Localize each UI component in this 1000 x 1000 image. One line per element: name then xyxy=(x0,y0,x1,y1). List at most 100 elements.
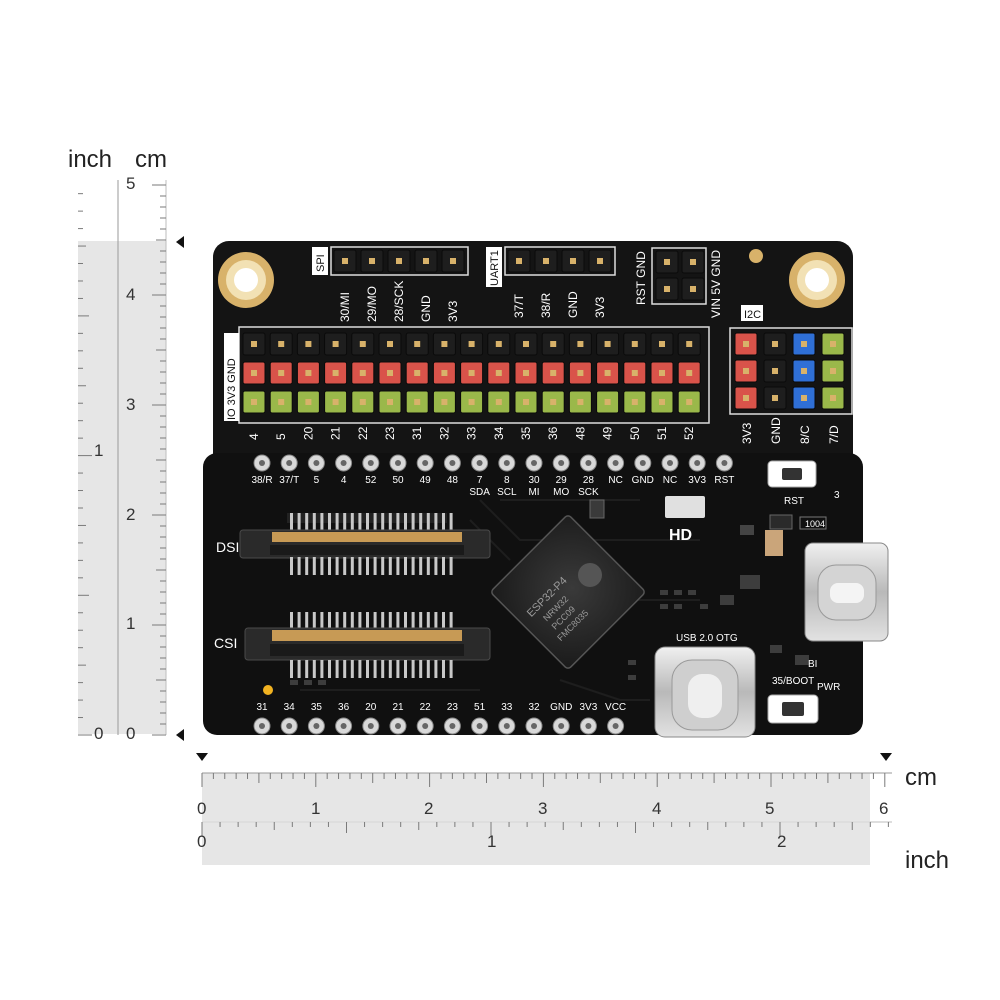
gpio-header-pin-tip xyxy=(359,370,366,376)
gpio-pin-label: 36 xyxy=(546,426,560,440)
fpc-pin xyxy=(343,612,347,630)
horizontal-cm-shade xyxy=(202,773,870,821)
spi-pin-label: 29/MO xyxy=(365,286,379,322)
vertical-cm-number: 5 xyxy=(126,174,136,193)
fpc-pin xyxy=(388,660,392,678)
led-indicator xyxy=(263,685,273,695)
core-top-pin-label: 48 xyxy=(447,475,459,486)
core-top-pad-hole xyxy=(476,460,483,466)
vertical-inch-number: 0 xyxy=(94,724,104,743)
gpio-pin-label: 48 xyxy=(573,426,587,440)
fpc-pin xyxy=(426,612,430,630)
core-top-pin-sublabel: SCK xyxy=(578,487,599,498)
right-marker-icon xyxy=(880,753,892,761)
core-top-pad-hole xyxy=(531,460,537,466)
gpio-header-pin-tip xyxy=(495,341,502,347)
power-header-pin-tip xyxy=(664,259,670,265)
gpio-header-pin-tip xyxy=(441,370,448,376)
fpc-pin xyxy=(396,612,400,630)
gpio-header-pin-tip xyxy=(659,370,665,376)
i2c-header-pin-tip xyxy=(772,395,778,401)
gpio-header-pin-tip xyxy=(659,399,665,405)
gpio-pin-label: 31 xyxy=(410,426,424,440)
fpc-pin xyxy=(297,557,301,575)
fpc-pin xyxy=(449,513,453,531)
spi-pin-label: 30/MI xyxy=(338,292,352,322)
core-top-pin-label: NC xyxy=(663,475,677,486)
fpc-pin xyxy=(442,660,445,678)
core-top-pin-label: 37/T xyxy=(279,475,299,486)
fpc-pin xyxy=(404,557,407,575)
power-header-pin-tip xyxy=(664,286,670,292)
gpio-header-pin-tip xyxy=(332,341,339,347)
horizontal-cm-number: 3 xyxy=(538,799,548,818)
fpc-pin xyxy=(328,660,331,678)
gpio-pin-label: 23 xyxy=(383,426,397,440)
gpio-header-pin-tip xyxy=(604,370,611,376)
gpio-header-pin-tip xyxy=(468,341,475,347)
gpio-header-pin-tip xyxy=(251,399,257,405)
horizontal-cm-number: 6 xyxy=(879,799,889,818)
fpc-pin xyxy=(381,612,385,630)
dsi-label: DSI xyxy=(216,539,239,555)
fpc-pin xyxy=(358,660,362,678)
fpc-pin xyxy=(442,612,445,630)
core-bottom-pad-hole xyxy=(531,723,537,729)
gpio-header-pin-tip xyxy=(550,399,557,405)
uart-pin-label: 3V3 xyxy=(593,296,607,318)
gpio-header-pin-tip xyxy=(686,370,693,376)
core-bottom-pad-hole xyxy=(395,723,401,729)
fpc-pin xyxy=(305,660,309,678)
gpio-header-pin-tip xyxy=(468,370,475,376)
gpio-header-pin-tip xyxy=(631,370,638,376)
spi-header-pin-tip xyxy=(369,258,375,264)
gpio-header-pin-tip xyxy=(251,341,257,347)
core-top-pad-hole xyxy=(585,460,592,466)
fpc-pin xyxy=(426,660,430,678)
core-bottom-pad-hole xyxy=(585,723,592,729)
fpc-pin xyxy=(381,557,385,575)
fpc-pin xyxy=(290,612,293,630)
core-top-pad-hole xyxy=(286,460,293,466)
core-top-pad-hole xyxy=(667,460,673,466)
i2c-pin-label: 3V3 xyxy=(740,422,754,444)
core-top-pin-sublabel: MI xyxy=(528,487,539,498)
gpio-pin-label: 49 xyxy=(601,426,615,440)
core-bottom-pad-hole xyxy=(313,723,320,729)
spi-title: SPI xyxy=(315,254,327,272)
core-top-pad-hole xyxy=(694,460,701,466)
core-bottom-pin-label: 22 xyxy=(420,702,432,713)
fpc-pin xyxy=(366,612,369,630)
gpio-header-pin-tip xyxy=(332,370,339,376)
core-top-pin-label: NC xyxy=(608,475,622,486)
core-bottom-pin-label: 33 xyxy=(501,702,513,713)
horizontal-cm-number: 5 xyxy=(765,799,775,818)
fpc-pin xyxy=(320,557,324,575)
spi-pin-label: GND xyxy=(419,295,433,322)
core-bottom-pin-label: 34 xyxy=(284,702,296,713)
i2c-header-pin-tip xyxy=(801,341,807,347)
fpc-pin xyxy=(388,612,392,630)
fpc-pin xyxy=(358,513,362,531)
core-top-pin-label: 52 xyxy=(365,475,377,486)
fpc-pin xyxy=(388,557,392,575)
core-top-pin-label: 29 xyxy=(556,475,568,486)
gpio-header-pin-tip xyxy=(441,399,448,405)
cm-unit-label-horizontal: cm xyxy=(905,764,937,791)
power-label-top: RST GND xyxy=(634,251,648,305)
core-top-pin-label: 30 xyxy=(528,475,540,486)
core-bottom-pad-hole xyxy=(612,723,619,729)
horizontal-ruler xyxy=(196,753,892,865)
gpio-header-pin-tip xyxy=(251,370,257,376)
power-header-pin-tip xyxy=(690,259,696,265)
core-bottom-pin-label: 32 xyxy=(528,702,540,713)
fpc-pin xyxy=(312,612,316,630)
fpc-pin xyxy=(381,513,385,531)
spi-header-pin-tip xyxy=(450,258,456,264)
core-top-pad-hole xyxy=(313,460,320,466)
fpc-pin xyxy=(328,612,331,630)
gpio-header-pin-tip xyxy=(577,341,584,347)
gpio-header-pin-tip xyxy=(359,341,366,347)
core-top-pad-hole xyxy=(612,460,619,466)
horizontal-inch-number: 0 xyxy=(197,832,207,851)
